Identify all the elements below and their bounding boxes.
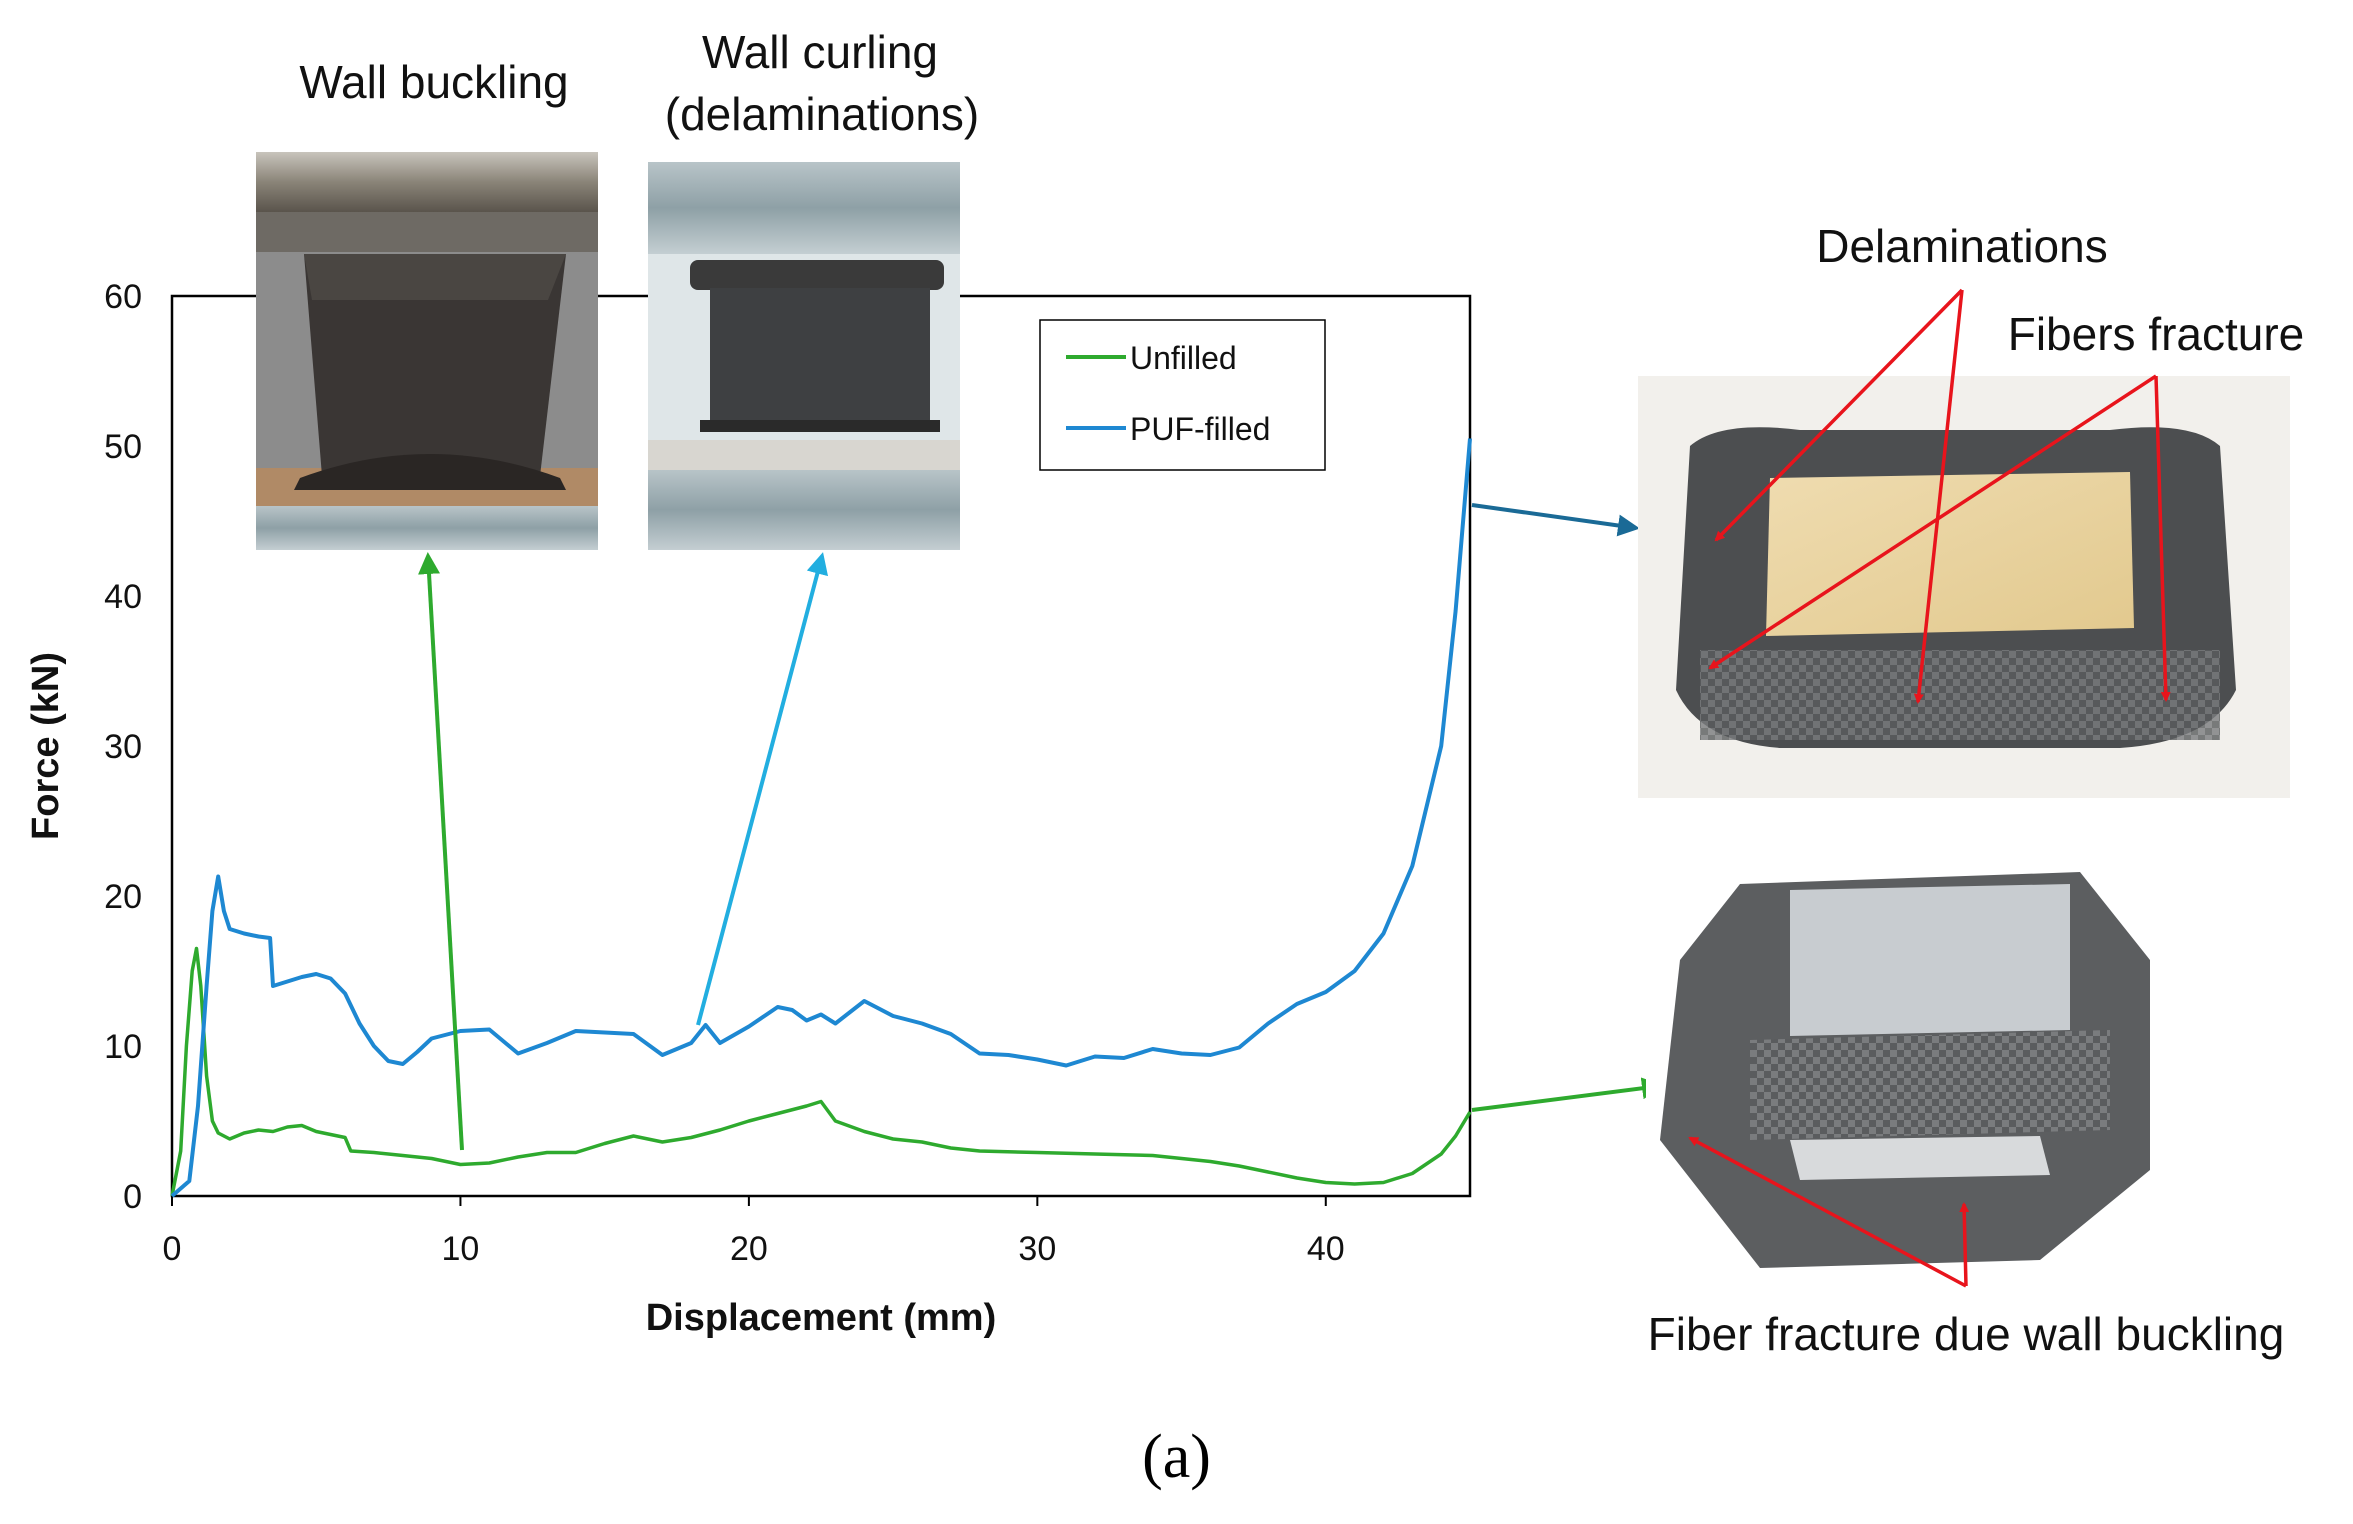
- x-axis-label: Displacement (mm): [646, 1297, 997, 1339]
- arrow-to-wall-curling: [696, 552, 829, 1026]
- photo-unfilled-specimen: [1646, 856, 2272, 1288]
- x-tick-label: 20: [730, 1230, 768, 1268]
- x-tick-label: 40: [1307, 1230, 1345, 1268]
- x-tick-label: 0: [163, 1230, 182, 1268]
- photo-puf-filled-specimen: [1638, 376, 2290, 798]
- y-tick-label: 30: [104, 728, 142, 766]
- series-line-puf-filled: [170, 438, 1472, 1198]
- photo-wall-curling: [648, 162, 960, 550]
- series-layer: [170, 438, 1472, 1198]
- annotation-fibers-fracture: Fibers fracture: [2008, 308, 2305, 360]
- y-tick-label: 40: [104, 578, 142, 616]
- x-tick-label: 30: [1018, 1230, 1056, 1268]
- photo-subtitle-delaminations: (delaminations): [665, 88, 979, 140]
- annotation-delaminations: Delaminations: [1816, 220, 2107, 272]
- legend-label-unfilled: Unfilled: [1130, 340, 1237, 376]
- y-tick-label: 60: [104, 278, 142, 316]
- y-tick-label: 50: [104, 428, 142, 466]
- x-tick-label: 10: [442, 1230, 480, 1268]
- arrow-to-puf-specimen: [1471, 503, 1640, 537]
- arrow-to-wall-buckling: [418, 552, 464, 1151]
- y-axis-label: Force (kN): [25, 652, 67, 840]
- annotation-fiber-fracture-buckling: Fiber fracture due wall buckling: [1648, 1308, 2285, 1360]
- y-tick-label: 20: [104, 878, 142, 916]
- figure-caption: (a): [1142, 1423, 1211, 1491]
- arrow-to-unfilled-specimen: [1471, 1077, 1664, 1112]
- x-axis-ticks: 0 10 20 30 40: [163, 1196, 1345, 1268]
- y-tick-label: 0: [123, 1178, 142, 1216]
- y-axis-ticks: 0 10 20 30 40 50 60: [104, 278, 142, 1216]
- legend: Unfilled PUF-filled: [1039, 319, 1326, 471]
- photo-wall-buckling: [256, 152, 598, 550]
- red-arrows: [1688, 288, 2171, 1288]
- y-tick-label: 10: [104, 1028, 142, 1066]
- photo-title-wall-curling: Wall curling: [702, 26, 938, 78]
- legend-label-puf-filled: PUF-filled: [1130, 411, 1270, 447]
- series-line-unfilled: [170, 946, 1472, 1197]
- photo-title-wall-buckling: Wall buckling: [299, 56, 568, 108]
- legend-box: [1039, 319, 1326, 471]
